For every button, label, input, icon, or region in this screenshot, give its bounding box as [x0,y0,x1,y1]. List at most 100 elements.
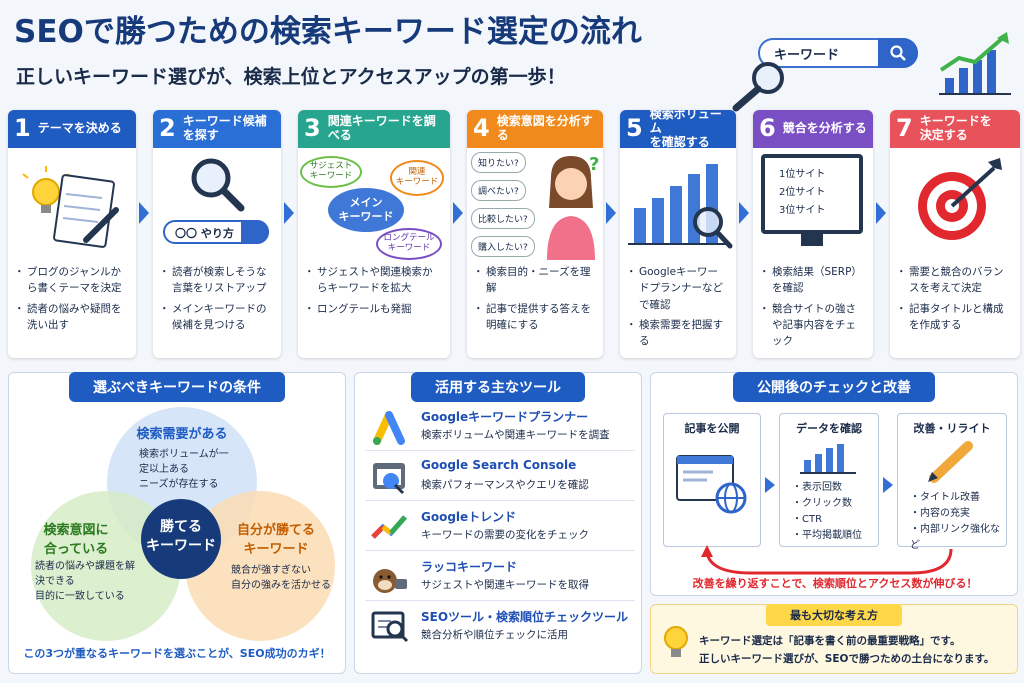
search-icon [241,220,269,244]
step-5-bullets: Googleキーワードプランナーなどで確認 検索需要を把握する [620,260,736,349]
data-item: ・CTR [792,514,823,525]
data-item: ・クリック数 [792,498,852,509]
thinking-woman-icon: ? [547,154,599,260]
tool-item: Google Search Console 検索パフォーマンスやクエリを確認 [365,453,635,501]
winnable-items: 競合が強すぎない 自分の強みを活かせる [231,563,331,593]
otter-icon [373,569,407,593]
improve-item: ・内部リンク強化など [910,524,1000,551]
tool-name: Googleトレンド [421,510,517,524]
page-title: SEOで勝つための検索キーワード選定の流れ [14,14,642,50]
tool-item: SEOツール・検索順位チェックツール 競合分析や順位チェックに活用 [365,603,635,651]
tool-desc: 競合分析や順位チェックに活用 [421,629,568,641]
keyword-bubbles: サジェスト キーワード 関連 キーワード メイン キーワード ロングテール キー… [298,148,450,260]
tool-name: ラッコキーワード [421,560,518,574]
step-2-bullets: 読者が検索しそうな言葉をリストアップ メインキーワードの候補を見つける [153,260,281,333]
step-4-bullet: 記事で提供する答えを明確にする [473,301,595,334]
step-3-bullet: ロングテールも発掘 [304,301,442,318]
important-line-2: 正しいキーワード選びが、SEOで勝つための土台になります。 [699,653,995,665]
step-3-bullet: サジェストや関連検索からキーワードを拡大 [304,264,442,297]
step-7-card: 7 キーワードを 決定する 需要と競合のバランスを考えて決定 記事タイトルと構成… [890,110,1020,358]
step-4-bullets: 検索目的・ニーズを理解 記事で提供する答えを明確にする [467,260,603,333]
tool-desc: 検索ボリュームや関連キーワードを調査 [421,429,610,441]
step-7-label: キーワードを 決定する [919,114,992,142]
question-bubble: 購入したい? [471,236,535,257]
step-6-bullet: 競合サイトの強さや記事内容をチェック [759,301,865,350]
step-1-bullets: ブログのジャンルから書くテーマを決定 読者の悩みや疑問を洗い出す [8,260,136,333]
svg-text:?: ? [589,154,599,175]
header-search-box: キーワード [758,38,918,68]
step-2-bullet: 読者が検索しそうな言葉をリストアップ [159,264,273,297]
flow-arrow-icon [876,202,886,224]
step-2-search-box: 〇〇 やり方 [163,220,269,244]
demand-item: ニーズが存在する [139,479,219,490]
step-1-bullet: ブログのジャンルから書くテーマを決定 [14,264,128,297]
flow-arrow-icon [606,202,616,224]
rank-check-icon [371,611,409,643]
step-3-header: 3 関連キーワードを調べる [298,110,450,148]
demand-item: 検索ボリュームが一定以上ある [139,449,229,475]
step-4-header: 4 検索意図を分析する [467,110,603,148]
demand-items: 検索ボリュームが一定以上ある ニーズが存在する [139,447,235,492]
growth-chart-icon [939,32,1011,95]
tool-name: Googleキーワードプランナー [421,410,589,424]
step-5-bullet: Googleキーワードプランナーなどで確認 [626,264,728,313]
step-6-label: 競合を分析する [782,121,867,136]
tool-item: Googleキーワードプランナー 検索ボリュームや関連キーワードを調査 [365,403,635,451]
intent-item: 目的に一致している [35,591,125,602]
publish-box: 記事を公開 [663,413,761,547]
step-6-card: 6 競合を分析する 1位サイト 2位サイト 3位サイト 検索結果（SERP）を確… [753,110,873,358]
step-6-number: 6 [759,114,776,143]
bar-chart-icon [800,444,856,474]
step-2-card: 2 キーワード候補を探す 〇〇 やり方 読者が検索しそうな言葉をリストアップ メ… [153,110,281,358]
step-7-header: 7 キーワードを 決定する [890,110,1020,148]
magnifier-icon [732,62,784,112]
step-4-bullet: 検索目的・ニーズを理解 [473,264,595,297]
tool-name: Google Search Console [421,458,577,472]
step-1-header: 1 テーマを決める [8,110,136,148]
step-7-bullets: 需要と競合のバランスを考えて決定 記事タイトルと構成を作成する [890,260,1020,333]
improve-box: 改善・リライト ・タイトル改善 ・内容の充実 ・内部リンク強化など [897,413,1007,551]
flow-arrow-icon [139,202,149,224]
step-4-number: 4 [473,114,490,143]
data-title: データを確認 [796,422,862,435]
conditions-panel: 選ぶべきキーワードの条件 検索需要がある 検索ボリュームが一定以上ある ニーズが… [8,372,346,674]
improve-item: ・内容の充実 [910,508,970,519]
monitor-icon: 1位サイト 2位サイト 3位サイト [761,154,863,234]
main-keyword-bubble: メイン キーワード [328,188,404,232]
tool-name: SEOツール・検索順位チェックツール [421,610,629,624]
page-subtitle: 正しいキーワード選びが、検索上位とアクセスアップの第一歩！ [16,66,566,88]
lightbulb-icon [664,626,688,657]
important-line-1: キーワード選定は「記事を書く前の最重要戦略」です。 [699,635,961,647]
step-1-label: テーマを決める [37,121,122,136]
browser-globe-icon [676,455,747,514]
step-1-bullet: 読者の悩みや疑問を洗い出す [14,301,128,334]
search-console-icon [373,463,405,495]
data-item: ・表示回数 [792,482,842,493]
data-list: ・表示回数 ・クリック数 ・CTR ・平均掲載順位 [780,480,878,544]
step-2-bullet: メインキーワードの候補を見つける [159,301,273,334]
venn-center: 勝てる キーワード [141,499,221,579]
after-title: 公開後のチェックと改善 [733,372,935,402]
rank-1: 1位サイト [779,169,826,180]
target-icon [890,148,1020,260]
tool-item: ラッコキーワード サジェストや関連キーワードを取得 [365,553,635,601]
data-box: データを確認 ・表示回数 ・クリック数 ・CTR ・平均掲載順位 [779,413,879,547]
step-2-label: キーワード候補を探す [182,114,267,142]
loop-text: 改善を繰り返すことで、検索順位とアクセス数が伸びる！ [692,577,978,590]
google-ads-icon [373,411,405,445]
flow-arrow-icon [453,202,463,224]
related-bubble: 関連 キーワード [390,160,444,196]
step-3-label: 関連キーワードを調べる [327,114,436,142]
flow-arrow-icon [883,477,893,493]
demand-head: 検索需要がある [136,427,228,442]
flow-arrow-icon [284,202,294,224]
step-5-bullet: 検索需要を把握する [626,317,728,350]
step-7-bullet: 記事タイトルと構成を作成する [896,301,1012,334]
suggest-bubble: サジェスト キーワード [300,156,362,188]
tool-desc: キーワードの需要の変化をチェック [421,529,589,541]
intent-head: 検索意図に 合っている [43,523,109,557]
data-item: ・平均掲載順位 [792,530,862,541]
rank-2: 2位サイト [779,187,826,198]
step-5-number: 5 [626,114,643,143]
question-bubble: 比較したい? [471,208,535,229]
